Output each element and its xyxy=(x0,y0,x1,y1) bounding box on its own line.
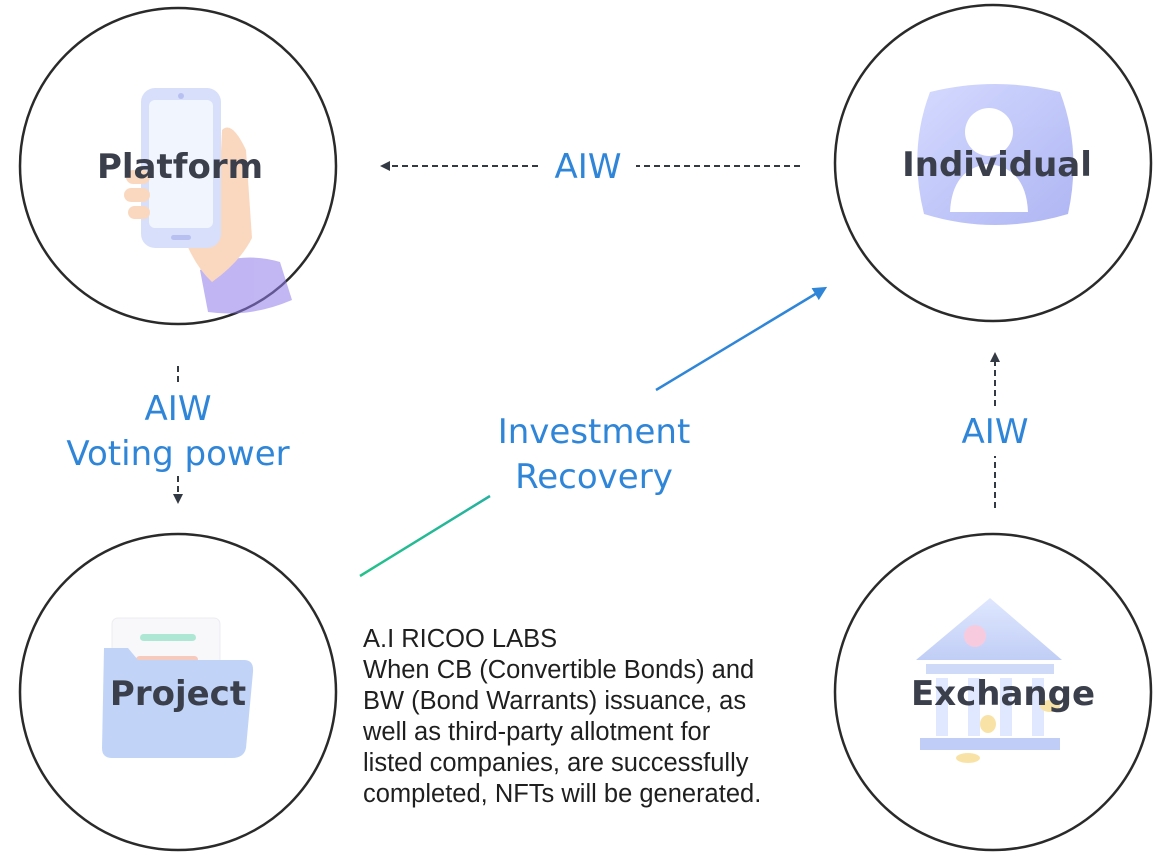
flow-diagonal-lower xyxy=(359,494,491,578)
note-line: completed, NFTs will be generated. xyxy=(363,780,762,808)
flow-diagonal-label-line2: Recovery xyxy=(515,457,673,497)
note-line: When CB (Convertible Bonds) and xyxy=(363,656,755,684)
flow-diagonal-label-line1: Investment xyxy=(498,412,691,452)
flow-top-label: AIW xyxy=(555,147,622,187)
flow-platform-to-project: AIW Voting power xyxy=(66,366,290,504)
project-label: Project xyxy=(110,674,246,714)
exchange-label: Exchange xyxy=(911,674,1095,714)
flow-project-to-individual: Investment Recovery xyxy=(359,286,828,578)
flow-exchange-to-individual: AIW xyxy=(962,352,1029,508)
exchange-circle xyxy=(833,532,1153,852)
hand-holding-phone-icon xyxy=(124,88,292,314)
individual-label: Individual xyxy=(902,145,1092,185)
note-line: listed companies, are successfully xyxy=(363,749,749,777)
flow-individual-to-platform: AIW xyxy=(380,147,800,187)
folder-document-icon xyxy=(102,617,254,758)
note-line: well as third-party allotment for xyxy=(363,718,711,746)
flow-right-label: AIW xyxy=(962,412,1029,452)
flow-left-label-line2: Voting power xyxy=(66,434,289,474)
project-node: Project xyxy=(18,532,338,852)
nft-note: A.I RICOO LABS When CB (Convertible Bond… xyxy=(363,624,833,810)
individual-node: Individual xyxy=(833,3,1153,323)
platform-node: Platform xyxy=(18,6,338,326)
platform-label: Platform xyxy=(97,147,263,187)
note-title: A.I RICOO LABS xyxy=(363,625,558,653)
flow-diagonal-upper xyxy=(655,286,828,392)
exchange-node: Exchange xyxy=(833,532,1153,852)
user-profile-icon xyxy=(917,84,1074,225)
flow-left-label-line1: AIW xyxy=(145,389,212,429)
note-line: BW (Bond Warrants) issuance, as xyxy=(363,687,747,715)
bank-building-icon xyxy=(916,598,1062,763)
